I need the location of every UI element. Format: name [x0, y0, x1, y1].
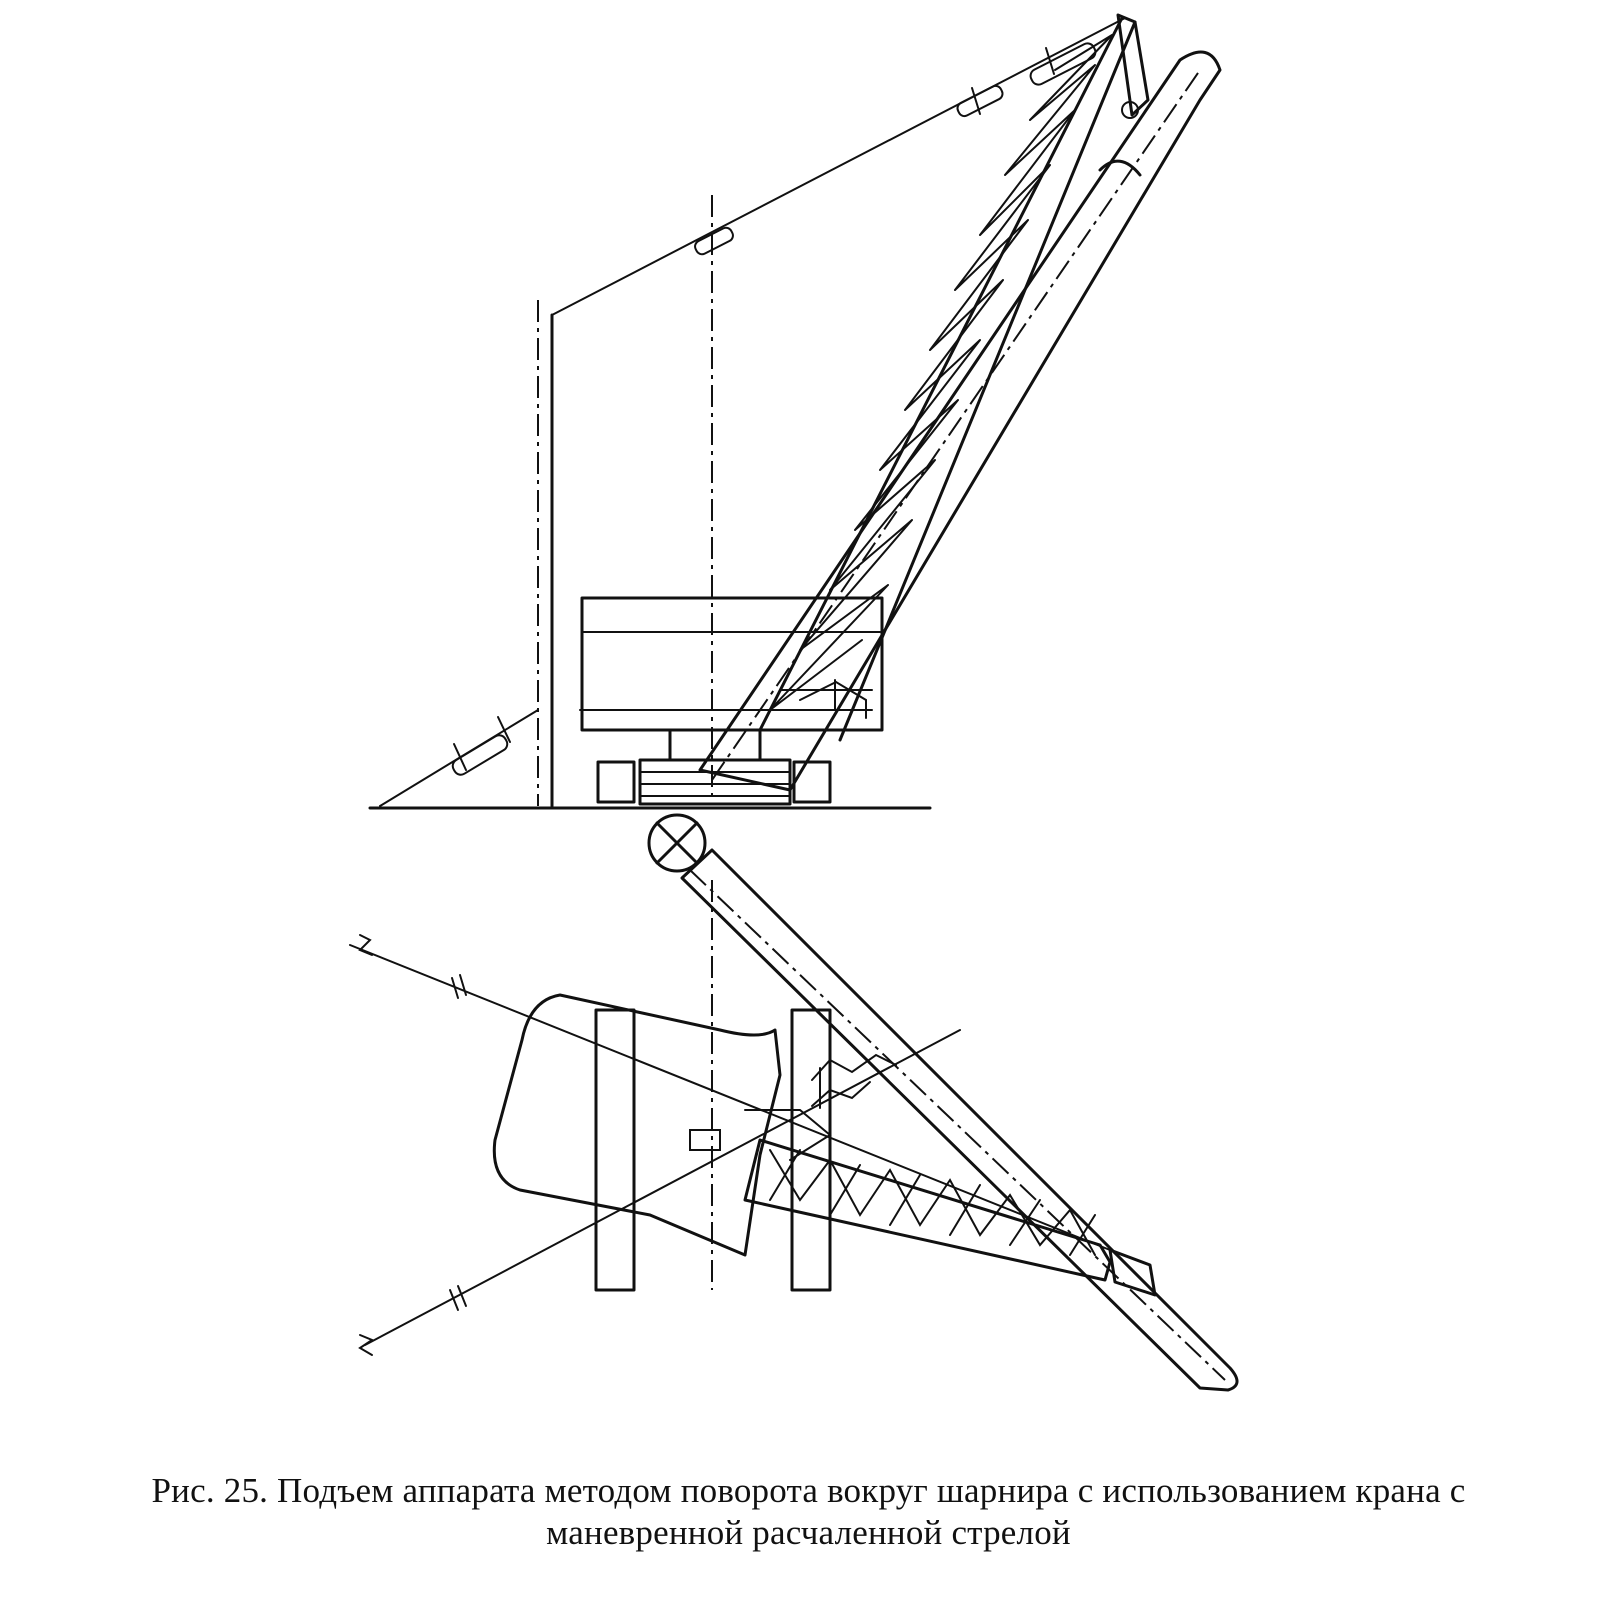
side-elevation-view — [368, 13, 1222, 810]
figure-caption: Рис. 25. Подъем аппарата методом поворот… — [0, 1470, 1617, 1554]
back-stay-lower — [379, 709, 539, 807]
hinge-icon — [647, 813, 707, 873]
caption-line-2: маневренной расчаленной стрелой — [546, 1513, 1071, 1552]
crawler-track-left — [594, 1008, 636, 1292]
plan-view — [349, 848, 1239, 1392]
turnbuckle-icon — [694, 226, 734, 256]
guy-rope-upper — [551, 17, 1126, 316]
guy-rope-plan-lower — [358, 1029, 961, 1356]
apparatus-plan — [680, 848, 1239, 1392]
guy-rope-plan-upper — [349, 934, 1111, 1251]
slewing-base — [668, 728, 762, 762]
caption-line-1: Рис. 25. Подъем аппарата методом поворот… — [151, 1471, 1466, 1510]
boom-tip-block — [1116, 13, 1150, 119]
lattice-boom — [758, 16, 1137, 742]
crawler-track-right — [790, 1008, 832, 1292]
dimension-marks — [811, 1053, 897, 1109]
lifted-apparatus — [698, 50, 1222, 792]
turnbuckle-icon — [1029, 42, 1097, 86]
crane-body-plan — [492, 993, 782, 1257]
turnbuckle-icon — [451, 716, 511, 776]
crane-lifting-diagram — [349, 13, 1239, 1392]
turnbuckle-icon — [956, 84, 1004, 118]
lattice-boom-plan — [743, 1138, 1112, 1282]
